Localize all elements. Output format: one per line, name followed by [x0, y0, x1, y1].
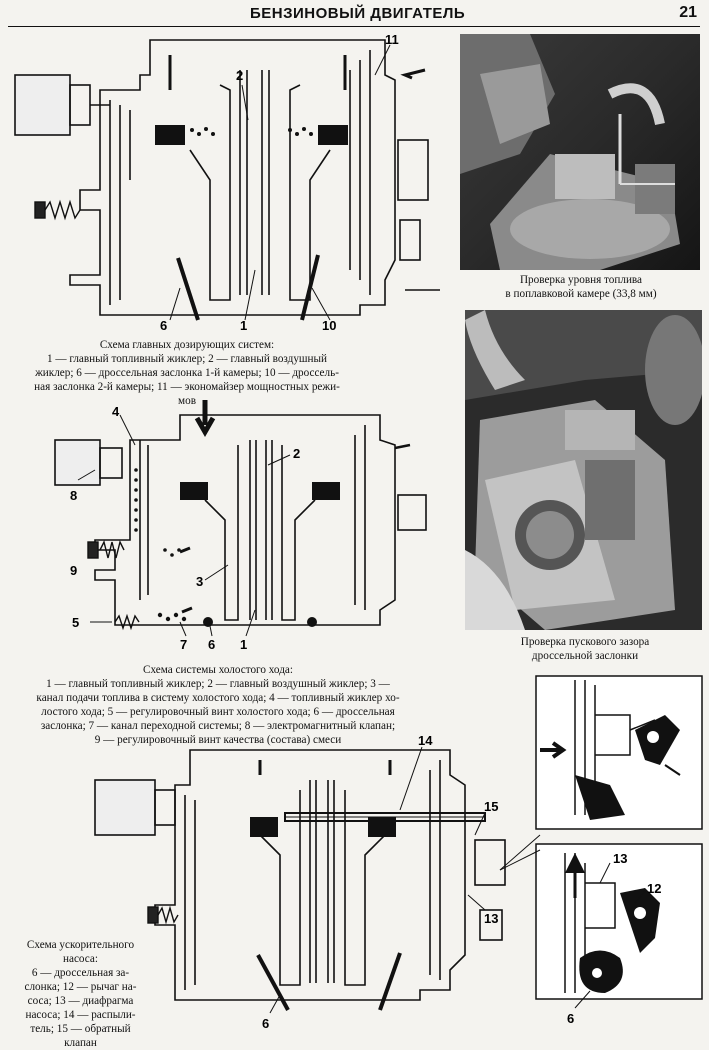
label-14: 14 [418, 733, 433, 748]
caption-line: лостого хода; 5 — регулировочный винт хо… [41, 706, 395, 718]
label-7: 7 [180, 637, 187, 652]
label-13: 13 [613, 851, 627, 866]
section-title: БЕНЗИНОВЫЙ ДВИГАТЕЛЬ [250, 5, 466, 22]
caption-line: слонка; 12 — рычаг на- [24, 981, 137, 993]
float-level-photo [460, 34, 700, 270]
caption-line: 1 — главный топливный жиклер; 2 — главны… [46, 353, 328, 365]
caption-line: Проверка уровня топлива [519, 274, 643, 286]
label-15: 15 [484, 799, 498, 814]
caption-starting-gap: Проверка пускового зазора дроссельной за… [470, 635, 700, 663]
caption-line: Проверка пускового зазора [520, 636, 650, 648]
caption-main-metering: Схема главных дозирующих систем: 1 — гла… [12, 338, 362, 408]
caption-line: 6 — дроссельная за- [31, 967, 130, 979]
inset-connector-lines [499, 834, 541, 871]
label-5: 5 [72, 615, 79, 630]
caption-line: 1 — главный топливный жиклер; 2 — главны… [46, 678, 390, 690]
caption-line: мов [178, 395, 196, 407]
caption-line: соса; 13 — диафрагма [27, 995, 134, 1007]
label-9: 9 [70, 563, 77, 578]
caption-line: насоса; 14 — распыли- [25, 1009, 136, 1021]
label-6: 6 [208, 637, 215, 652]
caption-line: ная заслонка 2-й камеры; 11 — экономайзе… [34, 381, 340, 393]
caption-line: дроссельной заслонки [531, 650, 639, 662]
caption-accelerator-pump: Схема ускорительного насоса: 6 — дроссел… [8, 938, 153, 1050]
label-8: 8 [70, 488, 77, 503]
caption-line: заслонка; 7 — канал переходной системы; … [40, 720, 396, 732]
caption-float-level: Проверка уровня топлива в поплавковой ка… [466, 273, 696, 301]
caption-title: Схема системы холостого хода: [143, 664, 293, 676]
page-number: 21 [679, 4, 697, 21]
caption-line: канал подачи топлива в систему холостого… [36, 692, 400, 704]
label-6: 6 [160, 318, 167, 333]
label-4: 4 [112, 404, 120, 419]
label-12: 12 [647, 881, 661, 896]
caption-line: насоса: [63, 953, 98, 965]
accelerator-pump-diagram: 14 15 13 6 [94, 733, 506, 1031]
label-2: 2 [293, 446, 300, 461]
caption-line: в поплавковой камере (33,8 мм) [505, 288, 657, 300]
label-1: 1 [240, 637, 247, 652]
caption-line: тель; 15 — обратный [30, 1023, 131, 1035]
caption-idle-system: Схема системы холостого хода: 1 — главны… [8, 663, 428, 747]
caption-line: Схема ускорительного [26, 939, 135, 951]
pump-inset-upper [535, 675, 703, 830]
label-10: 10 [322, 318, 336, 333]
label-1: 1 [240, 318, 247, 333]
starting-gap-photo [465, 310, 702, 630]
label-11: 11 [385, 32, 399, 47]
main-metering-diagram: 2 11 6 1 10 [14, 32, 440, 333]
label-6: 6 [567, 1011, 574, 1026]
caption-title: Схема главных дозирующих систем: [99, 339, 275, 351]
pump-inset-lower: 13 12 6 [535, 843, 703, 1026]
header-rule [8, 26, 700, 27]
caption-line: 9 — регулировочный винт качества (состав… [94, 734, 342, 746]
label-2: 2 [236, 68, 243, 83]
caption-line: жиклер; 6 — дроссельная заслонка 1-й кам… [35, 367, 339, 379]
page-header: БЕНЗИНОВЫЙ ДВИГАТЕЛЬ 21 [0, 0, 709, 30]
label-3: 3 [196, 574, 203, 589]
idle-system-diagram: 4 2 8 9 3 5 7 6 1 [54, 400, 427, 652]
label-6: 6 [262, 1016, 269, 1031]
label-13: 13 [484, 911, 498, 926]
caption-line: клапан [64, 1037, 97, 1049]
